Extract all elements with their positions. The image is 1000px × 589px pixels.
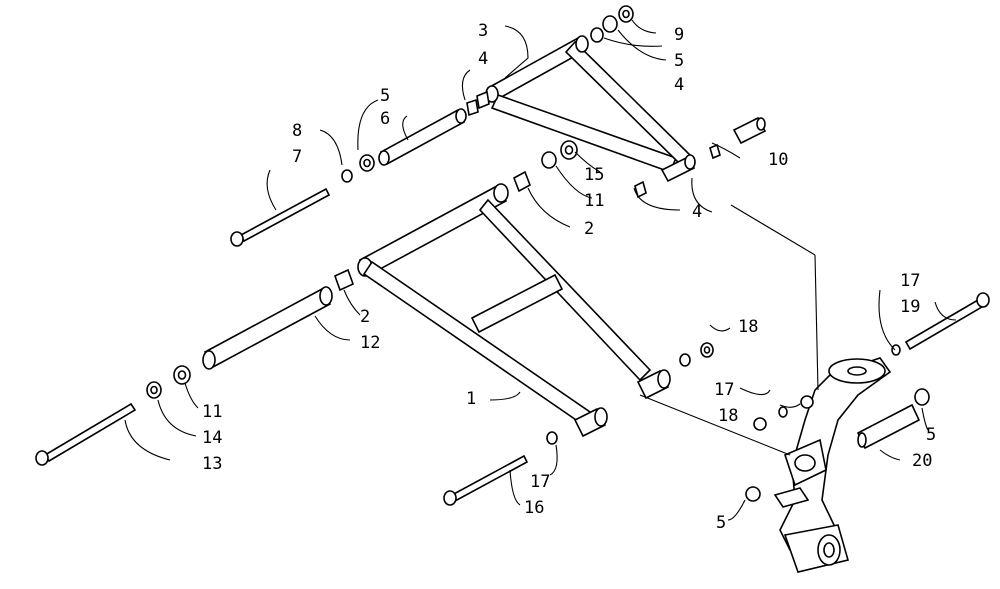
callout-2: 2 [360,307,370,327]
callout-2: 2 [584,219,594,239]
callout-20: 20 [912,451,932,471]
lower-arm-hardware [35,140,714,506]
callout-17: 17 [714,380,734,400]
callouts: 3 9 5 4 4 5 6 8 7 10 4 15 11 2 2 12 17 1… [202,21,936,533]
callout-11: 11 [202,402,222,422]
callout-6: 6 [380,109,390,129]
callout-4: 4 [674,75,684,95]
callout-17: 17 [900,271,920,291]
callout-4: 4 [692,202,702,222]
callout-5: 5 [674,51,684,71]
leader-lines [124,19,957,521]
callout-3: 3 [478,21,488,41]
upper-arm-hardware [230,5,767,247]
upper-a-arm [485,35,696,183]
callout-5: 5 [380,86,390,106]
callout-8: 8 [292,121,302,141]
callout-10: 10 [768,150,788,170]
callout-7: 7 [292,147,302,167]
callout-18: 18 [738,317,758,337]
lower-a-arm [357,183,671,438]
callout-5: 5 [716,513,726,533]
callout-15: 15 [584,165,604,185]
callout-12: 12 [360,333,380,353]
callout-4: 4 [478,49,488,69]
callout-14: 14 [202,428,222,448]
callout-11: 11 [584,191,604,211]
callout-18: 18 [718,406,738,426]
spindle [745,292,990,573]
callout-17: 17 [530,472,550,492]
callout-13: 13 [202,454,222,474]
callout-16: 16 [524,498,544,518]
callout-5: 5 [926,425,936,445]
callout-19: 19 [900,297,920,317]
callout-1: 1 [466,389,476,409]
callout-9: 9 [674,25,684,45]
